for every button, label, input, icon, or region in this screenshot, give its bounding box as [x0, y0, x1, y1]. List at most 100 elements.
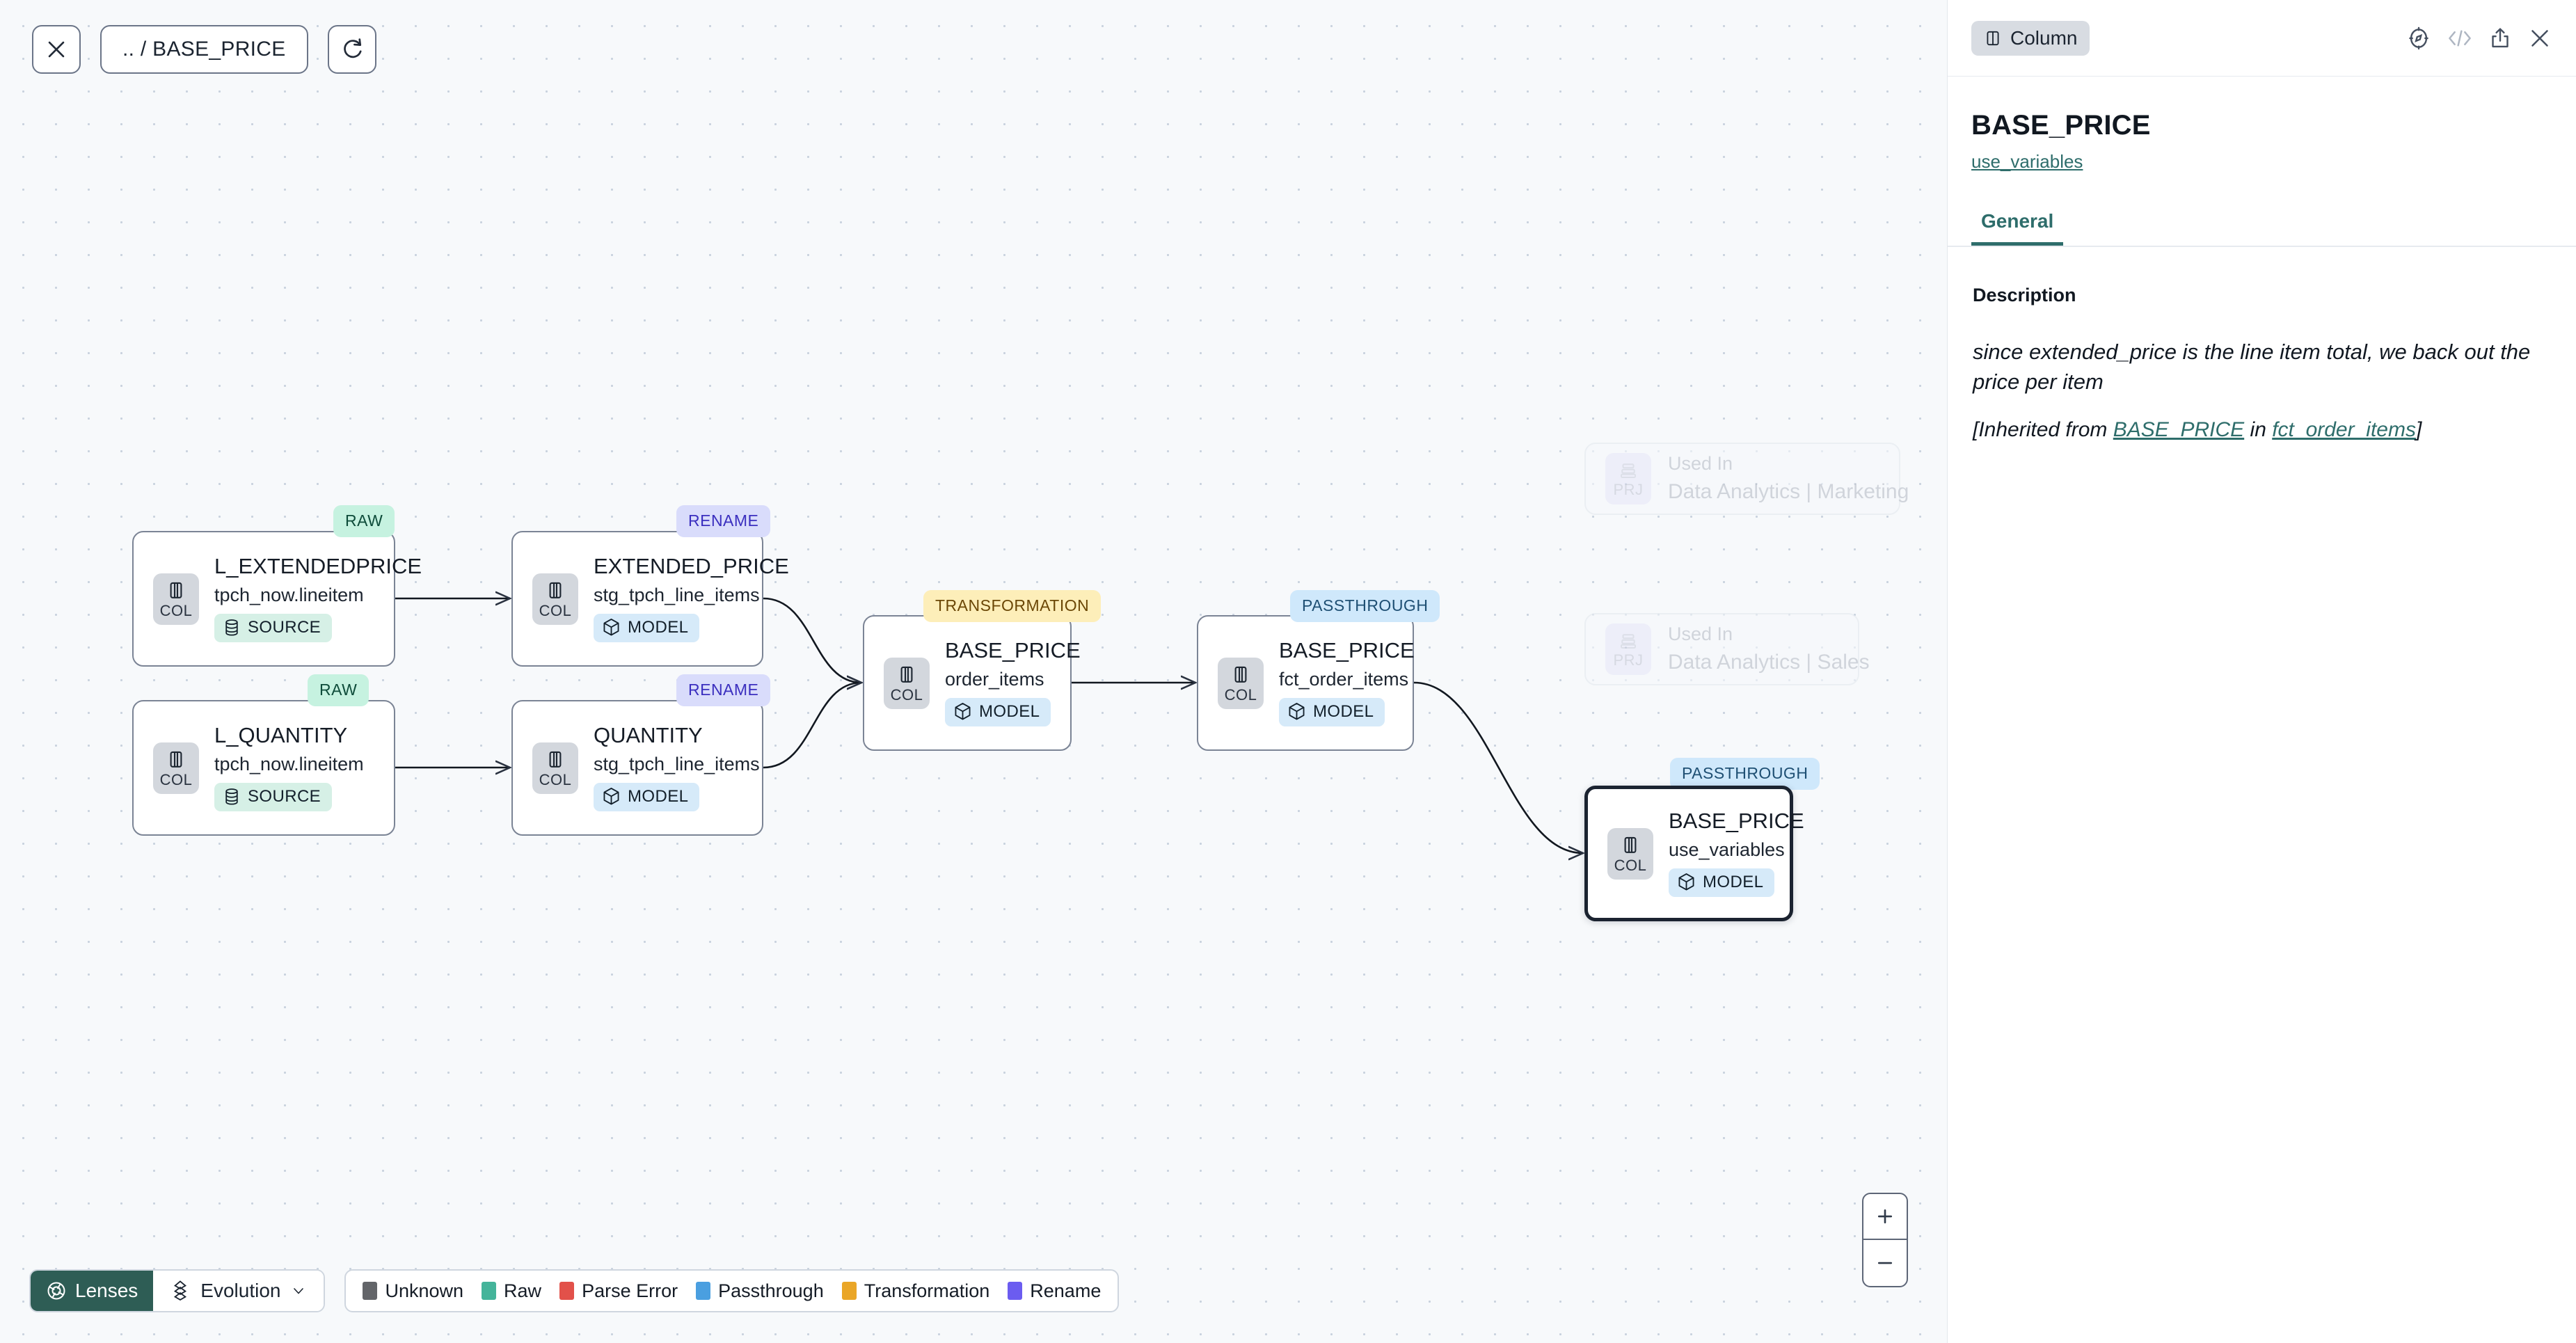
page-title: BASE_PRICE	[1971, 110, 2151, 141]
close-graph-button[interactable]	[32, 25, 81, 74]
node-badge-extended_price: RENAME	[676, 505, 771, 537]
node-title: EXTENDED_PRICE	[594, 554, 789, 579]
legend-swatch	[363, 1282, 378, 1300]
column-icon	[1624, 836, 1637, 853]
column-icon	[1987, 31, 1999, 45]
col-chip-label: COL	[1224, 685, 1257, 704]
node-type-label: MODEL	[979, 701, 1040, 721]
code-icon[interactable]	[2447, 28, 2473, 49]
node-badge-l_quantity: RAW	[308, 674, 369, 706]
project-icon	[1621, 463, 1636, 478]
compass-icon[interactable]	[2406, 26, 2431, 51]
details-panel: Column	[1947, 0, 2576, 1343]
legend-swatch	[841, 1282, 857, 1300]
column-icon	[1234, 666, 1247, 683]
node-type-label: MODEL	[1703, 872, 1764, 891]
entity-type-label: Column	[2010, 26, 2078, 49]
evolution-button[interactable]: Evolution	[153, 1271, 324, 1311]
legend-item-transformation[interactable]: Transformation	[841, 1280, 989, 1302]
minus-icon	[1877, 1262, 1893, 1264]
refresh-button[interactable]	[327, 25, 376, 74]
column-icon	[170, 582, 182, 598]
entity-type-chip[interactable]: Column	[1971, 20, 2090, 56]
legend-label: Unknown	[385, 1280, 464, 1301]
node-type-label: SOURCE	[248, 617, 321, 637]
prj-chip-label: PRJ	[1613, 481, 1644, 498]
legend-label: Passthrough	[718, 1280, 824, 1301]
col-chip: COL	[1607, 827, 1653, 880]
aperture-icon	[47, 1282, 65, 1300]
zoom-out-button[interactable]	[1863, 1240, 1907, 1286]
cube-icon	[1289, 703, 1305, 720]
database-icon	[225, 788, 238, 805]
inherited-column-link[interactable]: BASE_PRICE	[2113, 418, 2245, 441]
col-chip-label: COL	[1614, 856, 1647, 874]
legend-label: Parse Error	[582, 1280, 678, 1301]
lineage-canvas[interactable]: .. / BASE_PRICE	[0, 0, 1947, 1343]
color-legend: Unknown Raw Parse Error Passthrough Transfor…	[344, 1269, 1120, 1312]
refresh-icon	[343, 38, 362, 58]
node-subtitle: use_variables	[1669, 839, 1785, 860]
zoom-in-button[interactable]	[1863, 1194, 1907, 1240]
lenses-group: Lenses Evolution	[29, 1269, 326, 1312]
lenses-label: Lenses	[75, 1280, 138, 1301]
legend-swatch	[559, 1282, 575, 1300]
panel-header: Column	[1948, 0, 2576, 77]
inherited-prefix: [Inherited from	[1973, 418, 2113, 441]
inherited-mid: in	[2244, 418, 2273, 441]
node-title: BASE_PRICE	[1279, 638, 1415, 663]
close-panel-icon[interactable]	[2527, 26, 2552, 51]
used-in-label: Used In	[1668, 623, 1733, 645]
col-chip: COL	[884, 657, 930, 709]
evolution-label: Evolution	[200, 1280, 281, 1301]
zoom-controls	[1862, 1193, 1908, 1287]
used-in-label: Used In	[1668, 453, 1733, 475]
legend-item-raw[interactable]: Raw	[482, 1280, 541, 1302]
node-subtitle: stg_tpch_line_items	[594, 753, 760, 774]
col-chip-label: COL	[890, 685, 923, 704]
inherited-model-link[interactable]: fct_order_items	[2272, 418, 2416, 441]
share-icon[interactable]	[2488, 26, 2512, 50]
cube-icon	[1678, 873, 1694, 891]
column-icon	[549, 582, 562, 598]
parent-model-link[interactable]: use_variables	[1971, 151, 2083, 172]
bottom-toolbar: Lenses Evolution Unknown Raw Parse Error Pa…	[29, 1269, 1120, 1312]
col-chip: COL	[153, 742, 199, 794]
panel-tabs: General	[1948, 210, 2576, 247]
panel-body: Description since extended_price is the …	[1948, 247, 2576, 442]
col-chip-label: COL	[539, 601, 572, 619]
node-type-pill: MODEL	[1279, 697, 1385, 726]
cube-icon	[603, 619, 619, 636]
node-badge-base_price_order_items: TRANSFORMATION	[923, 590, 1102, 622]
legend-item-unknown[interactable]: Unknown	[363, 1280, 463, 1302]
legend-item-passthrough[interactable]: Passthrough	[696, 1280, 824, 1302]
node-subtitle: order_items	[945, 668, 1044, 690]
breadcrumb[interactable]: .. / BASE_PRICE	[100, 25, 308, 74]
col-chip: COL	[532, 573, 578, 625]
lenses-button[interactable]: Lenses	[31, 1271, 154, 1311]
legend-item-parse-error[interactable]: Parse Error	[559, 1280, 678, 1302]
node-badge-quantity: RENAME	[676, 674, 771, 706]
inherited-note: [Inherited from BASE_PRICE in fct_order_…	[1973, 418, 2551, 442]
evolution-icon	[174, 1280, 187, 1301]
column-icon	[549, 751, 562, 768]
tab-general[interactable]: General	[1971, 210, 2064, 246]
column-icon	[900, 666, 913, 683]
col-chip-label: COL	[539, 770, 572, 788]
legend-item-rename[interactable]: Rename	[1008, 1280, 1101, 1302]
